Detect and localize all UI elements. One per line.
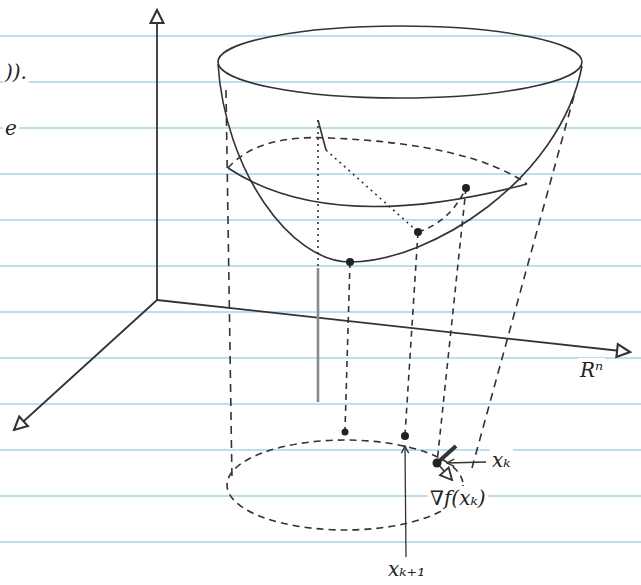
projection-line	[472, 96, 574, 468]
minimum-point	[346, 258, 354, 266]
depth-axis	[14, 300, 157, 430]
space-label: Rⁿ	[578, 358, 605, 382]
surface-step	[318, 120, 326, 150]
level-curve-front	[228, 168, 527, 207]
plane-point	[433, 459, 442, 468]
leader-line	[405, 446, 406, 558]
center-line	[317, 120, 319, 266]
center-axis	[317, 268, 320, 402]
bowl-rim	[218, 26, 582, 98]
projection-line	[226, 90, 232, 480]
projection-line	[345, 262, 350, 430]
rn-axis	[157, 300, 630, 352]
plane-point	[342, 429, 349, 436]
margin-note: e	[3, 116, 19, 140]
surface-point	[414, 228, 422, 236]
leader-line	[447, 462, 486, 463]
paraboloid-surface	[218, 64, 582, 262]
surface-point	[462, 184, 470, 192]
level-set-projection	[227, 440, 463, 530]
projection-line	[405, 232, 418, 435]
ruled-lines	[0, 36, 641, 542]
gradient-label: ∇f(xₖ)	[428, 486, 488, 510]
vertical-axis	[156, 10, 158, 300]
level-curve-back	[228, 138, 527, 184]
surface-path	[326, 150, 418, 232]
plane-point	[401, 432, 409, 440]
surface-path	[418, 188, 466, 232]
margin-note: )).	[3, 60, 29, 84]
point-label: xₖ	[490, 448, 513, 472]
projection-line	[437, 188, 466, 463]
point-label: xₖ₊₁	[386, 557, 427, 581]
